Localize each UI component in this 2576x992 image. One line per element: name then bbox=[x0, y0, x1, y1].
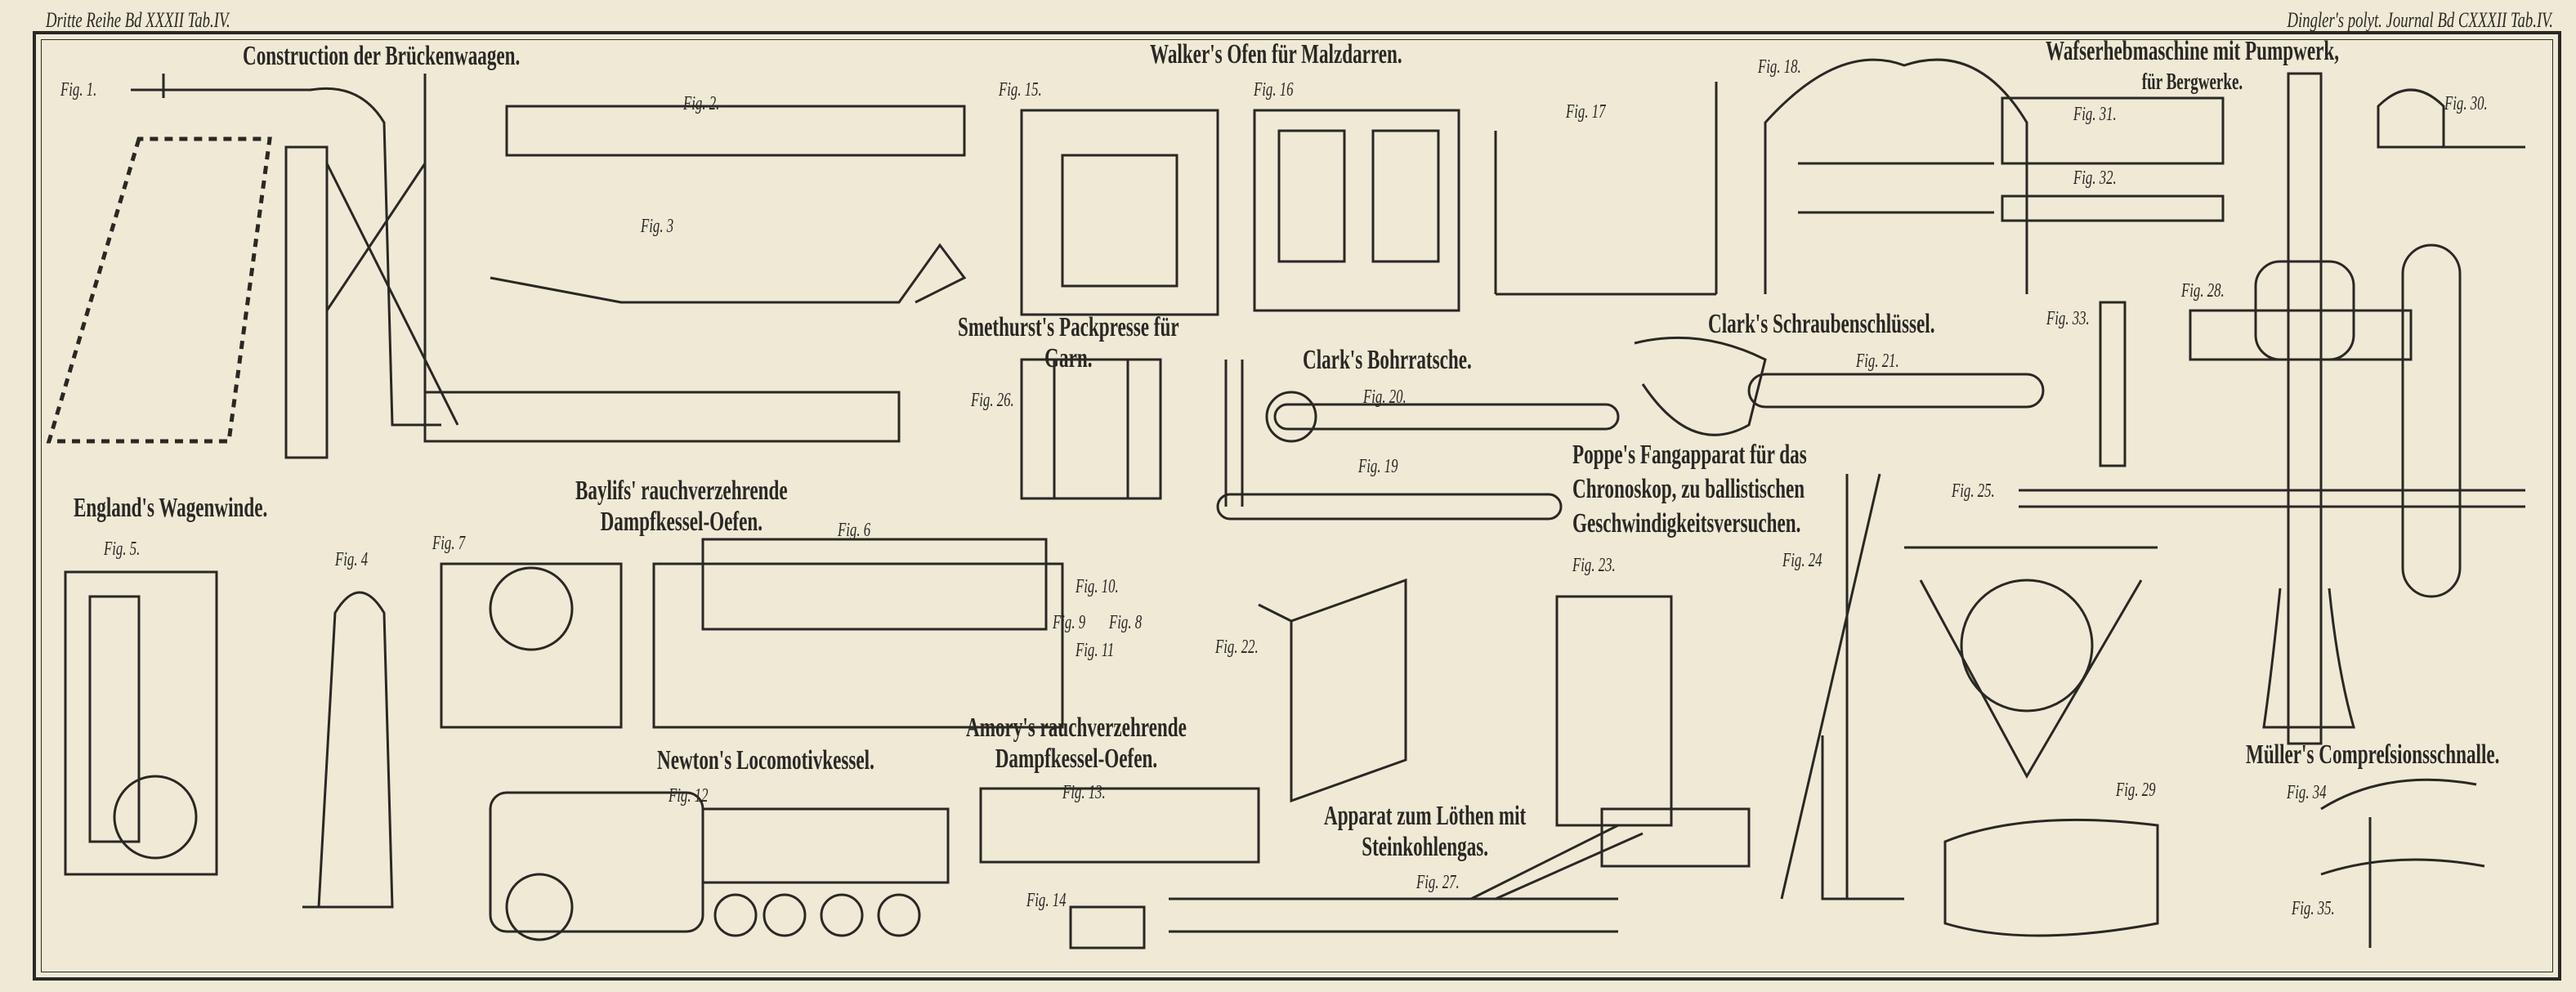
title-line: Poppe's Fangapparat für das bbox=[1572, 440, 1807, 470]
title-amory-oefen: Amory's rauchverzehrende Dampfkessel-Oef… bbox=[966, 713, 1187, 775]
title-line: Dampfkessel-Oefen. bbox=[995, 744, 1158, 774]
title-line: Steinkohlengas. bbox=[1362, 832, 1489, 862]
fig-label: Fig. 23. bbox=[1572, 555, 1616, 576]
fig-label: Fig. 33. bbox=[2046, 308, 2090, 329]
fig-label: Fig. 3 bbox=[641, 216, 674, 237]
fig-label: Fig. 32. bbox=[2073, 168, 2117, 189]
brueckenwaage-drawing bbox=[46, 74, 967, 459]
title-line: Apparat zum Löthen mit bbox=[1324, 801, 1527, 831]
fig-label: Fig. 10. bbox=[1076, 576, 1119, 597]
plate-frame-inner bbox=[41, 39, 2553, 972]
title-clark-schraubenschluessel: Clark's Schraubenschlüssel. bbox=[1708, 309, 1935, 339]
title-apparat-loethen: Apparat zum Löthen mit Steinkohlengas. bbox=[1324, 801, 1526, 863]
fig-label: Fig. 31. bbox=[2073, 104, 2117, 125]
title-newton-locomotivkessel: Newton's Locomotivkessel. bbox=[657, 745, 874, 775]
title-baylifs-oefen: Baylifs' rauchverzehrende Dampfkessel-Oe… bbox=[575, 476, 788, 538]
title-line: Amory's rauchverzehrende bbox=[966, 713, 1187, 743]
walker-ofen-drawing bbox=[1020, 58, 2028, 316]
fig-label: Fig. 13. bbox=[1062, 782, 1106, 803]
plate-header-right: Dingler's polyt. Journal Bd CXXXII Tab.I… bbox=[2287, 8, 2553, 32]
fig-label: Fig. 2. bbox=[683, 93, 720, 114]
fig-label: Fig. 22. bbox=[1215, 637, 1259, 658]
title-line: für Bergwerke. bbox=[2141, 69, 2243, 95]
fig-label: Fig. 35. bbox=[2292, 898, 2335, 919]
fig-label: Fig. 17 bbox=[1566, 101, 1606, 123]
title-walker-ofen: Walker's Ofen für Malzdarren. bbox=[1150, 39, 1402, 69]
fig-label: Fig. 27. bbox=[1416, 872, 1460, 893]
plate-header-left: Dritte Reihe Bd XXXII Tab.IV. bbox=[46, 8, 230, 32]
wasserhebmaschine-drawing bbox=[2001, 72, 2525, 745]
title-mueller-compressionsschnalle: Müller's Compreſsionsschnalle. bbox=[2246, 740, 2500, 770]
title-line: Wafserhebmaschine mit Pumpwerk, bbox=[2046, 36, 2339, 66]
fig-label: Fig. 26. bbox=[971, 390, 1014, 411]
title-line: Smethurst's Packpresse für bbox=[958, 312, 1179, 342]
fig-label: Fig. 24 bbox=[1782, 550, 1822, 571]
fig-label: Fig. 1. bbox=[60, 79, 97, 101]
fig-label: Fig. 29 bbox=[2116, 780, 2156, 801]
title-line: Baylifs' rauchverzehrende bbox=[575, 476, 788, 506]
fig-label: Fig. 15. bbox=[999, 79, 1042, 101]
fig-label: Fig. 5. bbox=[104, 538, 141, 560]
fig-label: Fig. 30. bbox=[2444, 93, 2488, 114]
fig-label: Fig. 20. bbox=[1363, 387, 1407, 408]
fig-label: Fig. 25. bbox=[1952, 480, 1995, 502]
title-england-wagenwinde: England's Wagenwinde. bbox=[74, 493, 268, 523]
tools-drawing bbox=[1020, 336, 2045, 521]
plate-frame-outer bbox=[33, 31, 2561, 981]
title-line: Garn. bbox=[1044, 343, 1093, 373]
title-line: Geschwindigkeitsversuchen. bbox=[1572, 508, 1801, 538]
fig-label: Fig. 14 bbox=[1026, 890, 1067, 911]
fig-label: Fig. 6 bbox=[838, 520, 871, 541]
fig-label: Fig. 7 bbox=[432, 533, 466, 554]
fig-label: Fig. 28. bbox=[2181, 280, 2225, 302]
fig-label: Fig. 4 bbox=[335, 549, 369, 570]
fig-label: Fig. 21. bbox=[1856, 351, 1899, 372]
title-wasserhebmaschine: Wafserhebmaschine mit Pumpwerk, für Berg… bbox=[2046, 36, 2339, 98]
title-smethurst-packpresse: Smethurst's Packpresse für Garn. bbox=[958, 312, 1179, 374]
title-poppe-fangapparat: Poppe's Fangapparat für das Chronoskop, … bbox=[1572, 438, 1807, 541]
fig-label: Fig. 19 bbox=[1358, 456, 1398, 477]
lower-right-drawings bbox=[1169, 473, 2485, 948]
title-brueckenwaagen: Construction der Brückenwaagen. bbox=[243, 41, 521, 71]
fig-label: Fig. 8 bbox=[1109, 612, 1143, 633]
fig-label: Fig. 34 bbox=[2287, 782, 2327, 803]
fig-label: Fig. 12 bbox=[669, 785, 709, 807]
fig-label: Fig. 18. bbox=[1758, 56, 1801, 78]
title-clark-bohrratsche: Clark's Bohrratsche. bbox=[1303, 345, 1472, 375]
lower-left-drawings bbox=[64, 538, 1260, 950]
title-line: Dampfkessel-Oefen. bbox=[600, 507, 763, 537]
fig-label: Fig. 16 bbox=[1254, 79, 1294, 101]
fig-label: Fig. 9 bbox=[1053, 612, 1086, 633]
fig-label: Fig. 11 bbox=[1076, 640, 1115, 661]
title-line: Chronoskop, zu ballistischen bbox=[1572, 474, 1805, 504]
